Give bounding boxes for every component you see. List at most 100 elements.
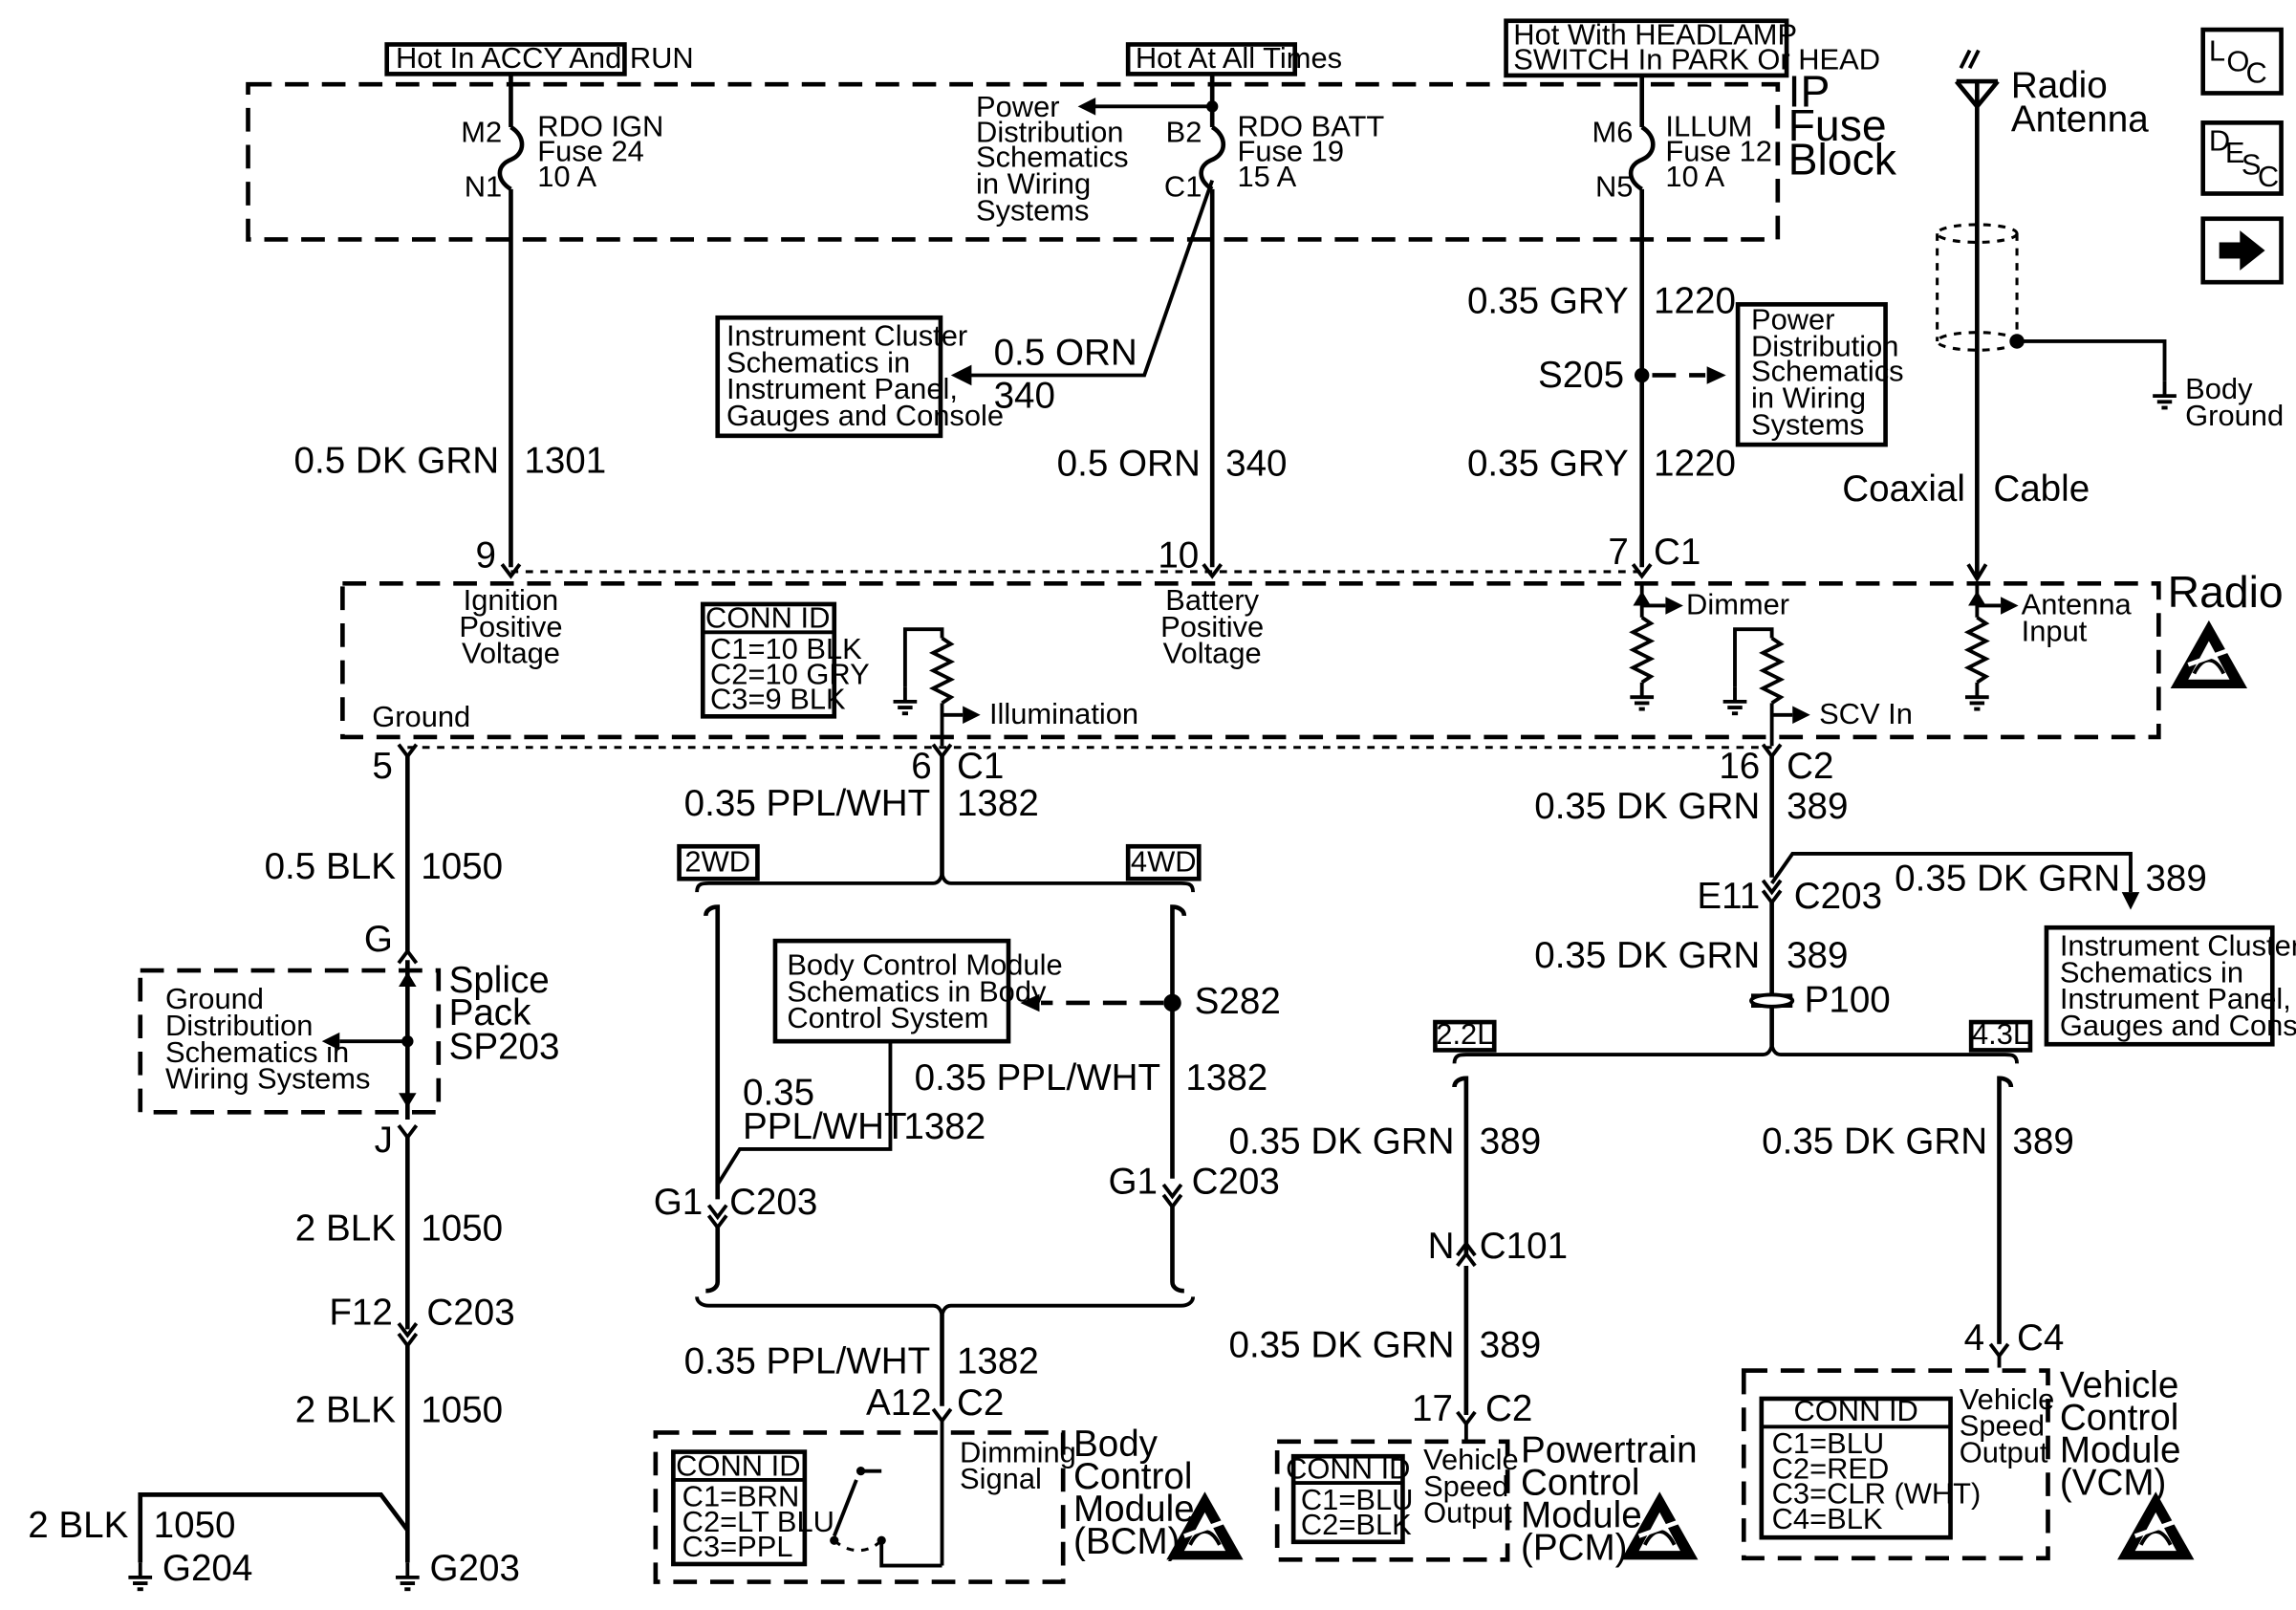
pcm-title-line-2: Control [1521, 1462, 1639, 1503]
bcm-signal-line-1: Dimming [960, 1435, 1076, 1469]
option-43l-text: 4.3L [1972, 1017, 2029, 1051]
radio-conn-c1: C1=10 BLK [710, 632, 862, 665]
fuse-block-title-3: Block [1788, 134, 1897, 184]
pin-f12-conn: C203 [426, 1293, 514, 1334]
fuse-12-number: Fuse 12 [1665, 135, 1772, 168]
pin-g1-2wd-conn: C203 [729, 1182, 817, 1223]
ic-left-line-2: Schematics in [726, 345, 910, 379]
pin-g1-2wd: G1 [654, 1182, 704, 1223]
wire-label-orn-lower: 0.5 ORN [1057, 444, 1201, 485]
antenna-title-1: Radio [2011, 65, 2108, 106]
bcm-conn-id-header: CONN ID [676, 1448, 800, 1482]
ign-line-3: Voltage [462, 637, 560, 670]
loc-button[interactable]: L O C [2200, 27, 2284, 96]
source-all-times-label: Hot At All Times [1125, 41, 1342, 76]
ic-right-line-1: Instrument Cluster [2060, 929, 2296, 963]
ic-left-line-4: Gauges and Console [726, 399, 1004, 432]
bcm-ref-line-1: Body Control Module [787, 948, 1062, 982]
coax-shield [1936, 223, 2178, 410]
pin-4: 4 [1964, 1317, 1984, 1359]
vcm-conn-id-header: CONN ID [1793, 1394, 1917, 1427]
pcm-title-line-4: (PCM) [1521, 1527, 1628, 1568]
fuse-block-title-1: IP [1788, 66, 1830, 116]
fuse-19-name: RDO BATT [1237, 109, 1384, 142]
illumination-circuit [891, 627, 981, 747]
desc-button[interactable]: D E S C [2200, 120, 2284, 196]
wire-label-ppl-a: 0.35 PPL/WHT [684, 783, 930, 824]
source-accy-run-label: Hot In ACCY And RUN [384, 41, 694, 76]
desc-c: C [2258, 160, 2279, 193]
bcm-conn-c2: C2=LT BLU [682, 1505, 834, 1538]
fuse-24-rating: 10 A [537, 160, 596, 193]
pin-7-conn: C1 [1654, 532, 1700, 573]
ground-dist-line-2: Distribution [165, 1009, 313, 1042]
power-dist-right-line-2: Distribution [1751, 329, 1898, 362]
source-headlamp-line-2: SWITCH In PARK Or HEAD [1513, 43, 1880, 76]
bcm-signal-line-2: Signal [960, 1462, 1042, 1495]
fuse-19[interactable]: B2 C1 RDO BATT Fuse 19 15 A [950, 74, 1385, 568]
vcm-conn-c2: C2=RED [1772, 1451, 1890, 1485]
pin-5: 5 [372, 746, 392, 787]
power-dist-right-line-1: Power [1751, 303, 1835, 337]
batt-line-2: Positive [1160, 610, 1264, 643]
instrument-cluster-ref-left[interactable]: Instrument Cluster Schematics in Instrum… [715, 315, 1004, 439]
radio-antenna[interactable] [1954, 49, 2000, 579]
pin-9: 9 [476, 534, 496, 576]
power-dist-top-line-3: Schematics [976, 141, 1129, 174]
power-dist-ref-right[interactable]: Power Distribution Schematics in Wiring … [1735, 302, 1904, 447]
source-headlamp-label: Hot With HEADLAMP SWITCH In PARK Or HEAD [1504, 17, 1880, 78]
pcm-module[interactable] [1274, 1424, 1510, 1562]
circuit-340-upper: 340 [994, 375, 1055, 416]
source-headlamp-line-1: Hot With HEADLAMP [1513, 17, 1797, 51]
radio-ground-label: Ground [372, 700, 470, 733]
pcm-conn-id-table: CONN ID C1=BLU C2=BLK [1286, 1451, 1413, 1545]
instrument-cluster-ref-right[interactable]: Instrument Cluster Schematics in Instrum… [2044, 925, 2296, 1047]
fuse-12-rating: 10 A [1665, 160, 1724, 193]
bcm-module[interactable] [653, 1421, 1066, 1584]
source-all-times-text: Hot At All Times [1136, 41, 1342, 75]
pcm-title-line-1: Powertrain [1521, 1429, 1698, 1470]
ground-dist-line-1: Ground [165, 982, 264, 1015]
option-4wd-text: 4WD [1131, 845, 1197, 879]
circuit-1301: 1301 [524, 440, 606, 481]
pcm-title-line-3: Module [1521, 1494, 1642, 1535]
right-arrow-icon [2219, 230, 2265, 271]
circuit-340-lower: 340 [1225, 444, 1287, 485]
pin-17: 17 [1412, 1388, 1453, 1429]
right-arrow-button[interactable] [2200, 216, 2284, 285]
bcm-schematics-ref[interactable]: Body Control Module Schematics in Body C… [772, 938, 1063, 1044]
body-ground-line-1: Body [2185, 372, 2253, 405]
fuse-24-number: Fuse 24 [537, 135, 644, 168]
wire-label-blk-2-c: 2 BLK [28, 1505, 128, 1546]
ic-right-line-3: Instrument Panel, [2060, 982, 2291, 1015]
wire-label-ppl-4wd: 0.35 PPL/WHT [915, 1057, 1160, 1099]
power-dist-right-line-4: in Wiring [1751, 381, 1866, 414]
pin-4-conn: C4 [2017, 1317, 2064, 1359]
ic-right-line-2: Schematics in [2060, 955, 2243, 989]
pin-e11: E11 [1697, 876, 1760, 917]
power-dist-ref-top[interactable]: Power Distribution Schematics in Wiring … [976, 90, 1129, 227]
pin-10: 10 [1158, 534, 1199, 576]
wire-label-dkgrn-22l-a: 0.35 DK GRN [1228, 1121, 1454, 1163]
bcm-title-line-3: Module [1073, 1489, 1195, 1530]
wire-label-dkgrn-43l: 0.35 DK GRN [1762, 1121, 1987, 1163]
splice-s282-label: S282 [1195, 981, 1281, 1022]
radio-esd-icon [2171, 620, 2247, 688]
bcm-conn-id-table: CONN ID C1=BRN C2=LT BLU C3=PPL [671, 1448, 834, 1567]
splice-pack-sp203[interactable] [138, 968, 442, 1115]
fuse-12-name: ILLUM [1665, 109, 1752, 142]
vcm-title-line-1: Vehicle [2060, 1364, 2179, 1405]
vcm-module[interactable] [1741, 1368, 2050, 1561]
splice-p100[interactable] [1749, 992, 1795, 1009]
wire-4wd [1020, 904, 1187, 1294]
option-2wd-label: 2WD [677, 843, 760, 881]
radio-conn-id-table: CONN ID C1=10 BLK C2=10 GRY C3=9 BLK [700, 601, 870, 719]
vcm-vso-line-1: Vehicle [1960, 1382, 2055, 1416]
circuit-1220-upper: 1220 [1654, 281, 1736, 322]
wire-label-dkgrn-ic: 0.35 DK GRN [1895, 859, 2120, 900]
splice-s205-dot[interactable] [1634, 367, 1650, 383]
fuse-24[interactable]: M2 N1 RDO IGN Fuse 24 10 A [461, 74, 663, 568]
fuse-19-number: Fuse 19 [1237, 135, 1344, 168]
fuse-block-title-2: Fuse [1788, 100, 1887, 150]
